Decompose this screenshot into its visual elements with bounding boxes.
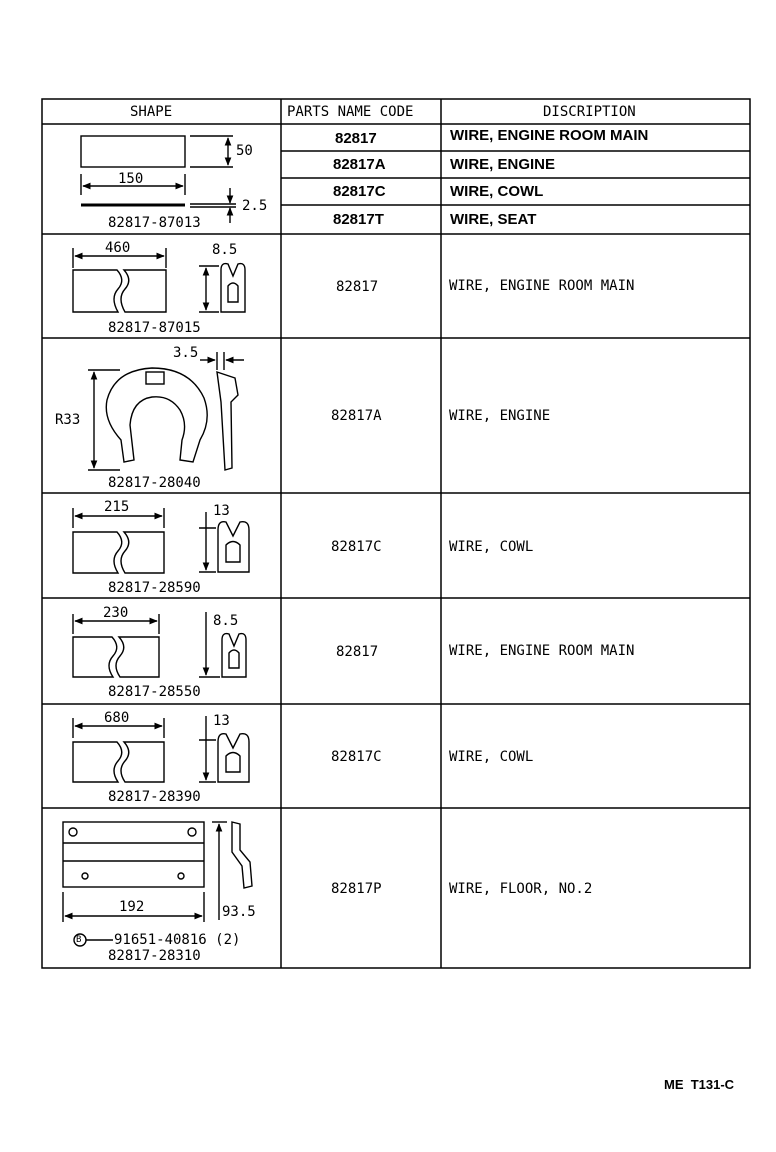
header-description: DISCRIPTION [543, 104, 636, 120]
part-number: 82817-28550 [108, 684, 201, 700]
dim-label: 460 [105, 240, 131, 256]
parts-code: 82817A [331, 408, 382, 424]
header-parts-name-code: PARTS NAME CODE [287, 104, 414, 120]
dim-label: 13 [213, 713, 230, 729]
bolt-part-number: 91651-40816 (2) [114, 932, 241, 948]
dim-label: 8.5 [212, 242, 238, 258]
description: WIRE, FLOOR, NO.2 [449, 881, 593, 897]
parts-code: 82817C [331, 749, 382, 765]
dim-label: 3.5 [173, 345, 199, 361]
part-number: 82817-28040 [108, 475, 201, 491]
parts-code: 82817C [333, 183, 386, 200]
shape-strip-28390 [72, 716, 250, 783]
description: WIRE, ENGINE ROOM MAIN [449, 278, 635, 294]
table-border [41, 98, 751, 969]
description: WIRE, ENGINE [450, 156, 556, 173]
part-number: 82817-28310 [108, 948, 201, 964]
description: WIRE, COWL [449, 539, 534, 555]
parts-code: 82817C [331, 539, 382, 555]
description: WIRE, COWL [450, 183, 544, 200]
description: WIRE, ENGINE [449, 408, 551, 424]
parts-code: 82817A [333, 156, 386, 173]
dim-label: 215 [104, 499, 130, 515]
shape-strip-87015 [72, 248, 246, 313]
dim-label: 2.5 [242, 198, 268, 214]
parts-code: 82817P [331, 881, 382, 897]
bolt-symbol: B [76, 935, 82, 945]
dim-label: R33 [55, 412, 81, 428]
part-number: 82817-87015 [108, 320, 201, 336]
page-reference: ME T131-C [664, 1077, 735, 1092]
parts-code: 82817T [333, 211, 384, 228]
shape-strip-28590 [72, 508, 250, 574]
shape-bracket-28310 [62, 821, 253, 947]
dim-label: 680 [104, 710, 130, 726]
dim-label: 192 [119, 899, 145, 915]
shape-strip-28550 [72, 612, 247, 678]
shape-pad-87013 [80, 135, 236, 223]
dim-label: 8.5 [213, 613, 239, 629]
part-number: 82817-87013 [108, 215, 201, 231]
description: WIRE, COWL [449, 749, 534, 765]
header-shape: SHAPE [130, 104, 173, 120]
part-number: 82817-28590 [108, 580, 201, 596]
parts-code: 82817 [335, 130, 377, 147]
dim-label: 93.5 [222, 904, 256, 920]
parts-code: 82817 [336, 279, 379, 295]
dim-label: 13 [213, 503, 230, 519]
dim-label: 230 [103, 605, 129, 621]
description: WIRE, ENGINE ROOM MAIN [449, 643, 635, 659]
description: WIRE, SEAT [450, 211, 537, 228]
parts-code: 82817 [336, 644, 379, 660]
dim-label: 50 [236, 143, 253, 159]
dim-label: 150 [118, 171, 144, 187]
shape-clamp-28040 [88, 352, 244, 471]
part-number: 82817-28390 [108, 789, 201, 805]
description: WIRE, ENGINE ROOM MAIN [450, 127, 649, 144]
